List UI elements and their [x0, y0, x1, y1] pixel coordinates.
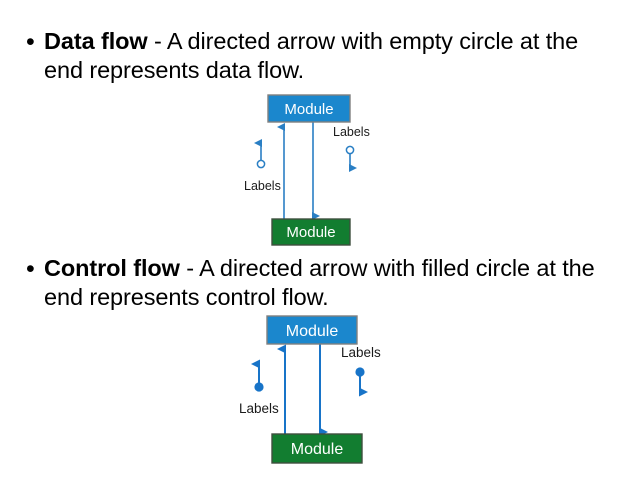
bullet-term-control-flow: Control flow — [44, 255, 180, 281]
left-edge-label: Labels — [239, 401, 279, 416]
top-module-label: Module — [286, 323, 339, 340]
top-module-label: Module — [284, 101, 333, 118]
bullet-item-data-flow: • Data flow - A directed arrow with empt… — [22, 27, 622, 85]
bullet-marker-icon: • — [26, 28, 35, 56]
left-legend-empty-circle-icon — [256, 159, 266, 169]
bullet-text-control-flow: Control flow - A directed arrow with fil… — [44, 254, 622, 312]
right-edge-label: Labels — [333, 125, 370, 139]
data-flow-svg: Labels Labels Module Module — [244, 94, 370, 246]
bullet-description-control-flow: - A directed arrow with filled circle at… — [44, 255, 595, 310]
control-flow-diagram: Labels Labels Module Module — [228, 310, 428, 470]
left-edge-label: Labels — [244, 179, 281, 193]
bullet-description-data-flow: - A directed arrow with empty circle at … — [44, 28, 579, 83]
left-legend-filled-circle-icon — [254, 382, 264, 392]
bullet-item-control-flow: • Control flow - A directed arrow with f… — [22, 254, 622, 312]
bottom-module-label: Module — [286, 224, 335, 241]
top-module-box — [267, 94, 351, 123]
data-flow-diagram: Labels Labels Module Module — [228, 88, 418, 250]
right-legend-empty-circle-icon — [345, 145, 355, 155]
right-legend-filled-circle-icon — [355, 367, 365, 377]
control-flow-svg: Labels Labels Module Module — [239, 315, 381, 464]
bottom-module-label: Module — [291, 441, 344, 458]
bottom-module-box — [271, 218, 351, 246]
top-module-box — [266, 315, 358, 345]
bullet-text-data-flow: Data flow - A directed arrow with empty … — [44, 27, 622, 85]
bullet-term-data-flow: Data flow — [44, 28, 148, 54]
bullet-marker-icon: • — [26, 255, 35, 283]
bottom-module-box — [271, 433, 363, 464]
right-edge-label: Labels — [341, 345, 381, 360]
